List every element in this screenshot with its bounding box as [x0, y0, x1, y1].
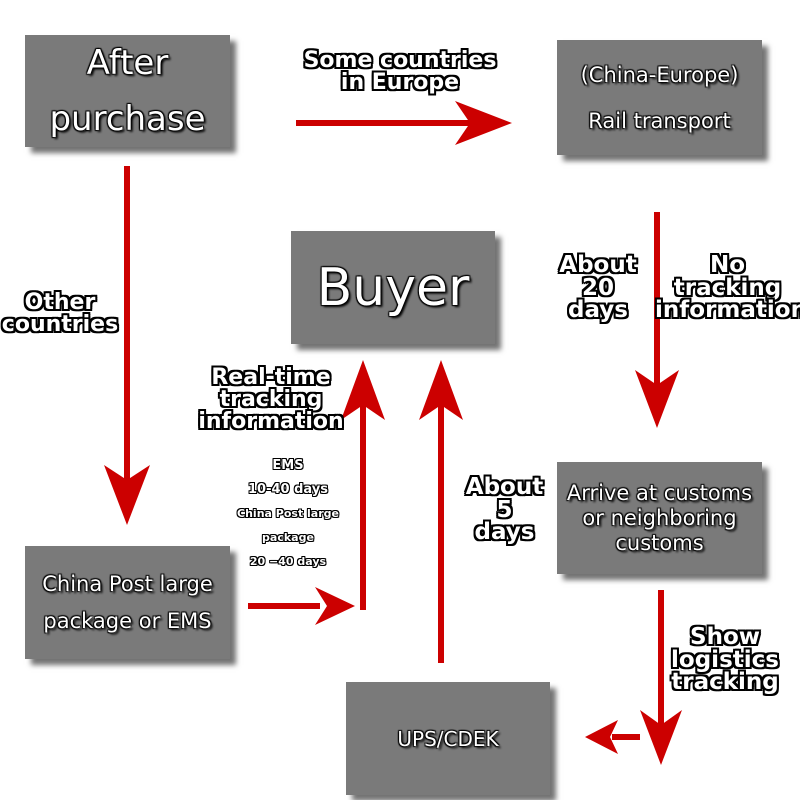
node-china-post-line1: China Post large — [42, 571, 213, 596]
arrow-to-rail — [296, 101, 512, 145]
node-buyer-label: Buyer — [316, 257, 470, 318]
label-ems-line3: China Post large — [237, 507, 339, 520]
label-about-5-days: About 5 days — [462, 476, 547, 544]
arrow-up-to-buyer-left — [341, 360, 385, 610]
arrow-left-to-ups — [585, 720, 640, 754]
label-no-tracking-line1: No — [709, 252, 746, 278]
label-other-countries: Other countries — [0, 292, 120, 336]
node-china-post: China Post large package or EMS — [25, 546, 230, 659]
node-china-post-line2: package or EMS — [43, 608, 212, 633]
arrow-to-customs — [635, 212, 679, 428]
label-about-20-days: About 20 days — [553, 254, 643, 322]
node-customs-line3: customs — [615, 530, 704, 555]
node-ups-label: UPS/CDEK — [397, 726, 499, 751]
node-rail-transport: (China-Europe) Rail transport — [557, 40, 762, 155]
label-about-5-days-line1: About — [465, 474, 544, 500]
label-ems-line2: 10-40 days — [248, 482, 328, 497]
label-ems-line4: package — [262, 531, 314, 544]
node-customs: Arrive at customs or neighboring customs — [557, 462, 762, 574]
label-ems-line1: EMS — [272, 458, 304, 473]
label-show-logistics-line3: tracking — [671, 669, 779, 696]
label-real-time-tracking: Real-time tracking information — [196, 367, 346, 433]
label-about-5-days-line3: days — [474, 519, 535, 546]
node-after-purchase: After purchase — [25, 35, 230, 147]
label-ems-details: EMS 10-40 days China Post large package … — [228, 454, 348, 574]
label-some-countries: Some countries in Europe — [300, 50, 500, 94]
node-customs-line2: or neighboring — [582, 505, 737, 530]
label-other-countries-line1: Other — [24, 290, 96, 315]
label-no-tracking-line3: information — [655, 297, 800, 324]
label-no-tracking: No tracking information — [655, 254, 800, 322]
label-about-20-days-line2: 20 — [581, 274, 614, 301]
label-other-countries-line2: countries — [1, 312, 119, 337]
label-no-tracking-line2: tracking — [673, 274, 782, 301]
label-about-20-days-line3: days — [568, 297, 628, 324]
label-some-countries-line2: in Europe — [340, 70, 460, 95]
label-ems-line5: 20 −40 days — [249, 555, 327, 568]
arrow-up-to-buyer-right — [419, 360, 463, 663]
node-customs-line1: Arrive at customs — [566, 480, 753, 505]
label-show-logistics-line2: logistics — [671, 646, 779, 673]
node-after-purchase-line2: purchase — [49, 99, 206, 139]
label-real-time-line1: Real-time — [211, 365, 331, 390]
label-real-time-line2: tracking — [219, 387, 323, 412]
label-some-countries-line1: Some countries — [303, 48, 497, 73]
label-show-logistics: Show logistics tracking — [670, 626, 780, 694]
node-ups-cdek: UPS/CDEK — [346, 682, 550, 795]
arrow-customs-down — [640, 590, 682, 765]
label-real-time-line3: information — [198, 409, 344, 434]
node-rail-line1: (China-Europe) — [580, 62, 739, 87]
label-show-logistics-line1: Show — [690, 624, 760, 650]
node-rail-line2: Rail transport — [588, 108, 731, 133]
node-after-purchase-line1: After — [86, 43, 169, 83]
label-about-5-days-line2: 5 — [496, 496, 513, 523]
node-buyer: Buyer — [291, 231, 495, 344]
arrow-china-post-right — [248, 587, 355, 625]
arrow-to-china-post — [104, 166, 150, 525]
label-about-20-days-line1: About — [559, 252, 637, 278]
